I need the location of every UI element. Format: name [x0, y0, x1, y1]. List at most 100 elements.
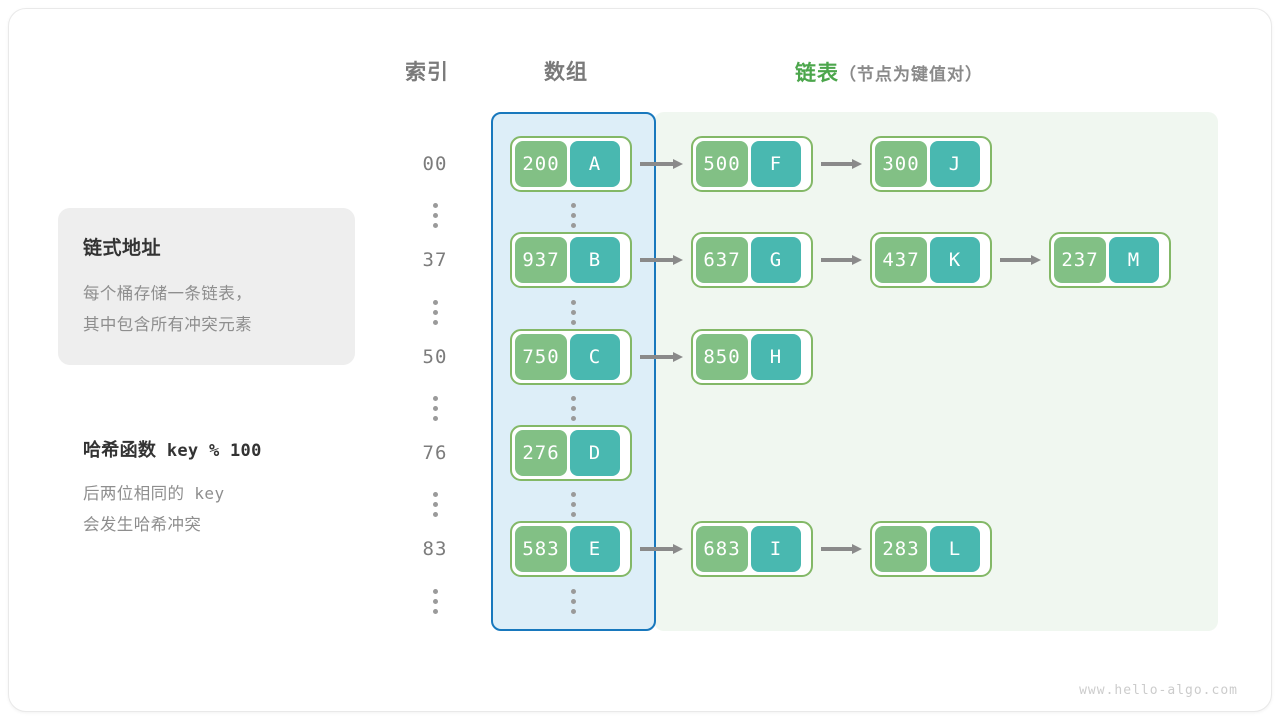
node-key: 750: [515, 334, 567, 380]
node-value: E: [570, 526, 620, 572]
hash-note-line1-text: 后两位相同的: [83, 485, 185, 503]
ellipsis-dot: [570, 492, 576, 497]
ellipsis-dot: [432, 320, 438, 325]
node-value: L: [930, 526, 980, 572]
ellipsis-icon: [429, 589, 441, 614]
ellipsis-dot: [432, 396, 438, 401]
info-panel-title: 链式地址: [83, 238, 162, 259]
ellipsis-icon: [429, 203, 441, 228]
ellipsis-icon: [567, 203, 579, 228]
footer-watermark: www.hello-algo.com: [1079, 683, 1238, 698]
row-index-label: 76: [422, 442, 448, 464]
arrow-head: [1031, 255, 1041, 265]
node-value: M: [1109, 237, 1159, 283]
node-key: 300: [875, 141, 927, 187]
info-panel: [58, 208, 355, 365]
arrow-head: [673, 159, 683, 169]
arrow-head: [673, 352, 683, 362]
ellipsis-dot: [432, 406, 438, 411]
ellipsis-dot: [432, 589, 438, 594]
ellipsis-dot: [570, 310, 576, 315]
arrow-shaft: [640, 547, 674, 551]
chain-arrow-icon: [821, 544, 862, 554]
node-key: 237: [1054, 237, 1106, 283]
arrow-shaft: [821, 547, 853, 551]
node-key: 637: [696, 237, 748, 283]
ellipsis-dot: [570, 416, 576, 421]
node-value: K: [930, 237, 980, 283]
node-value: D: [570, 430, 620, 476]
ellipsis-icon: [567, 492, 579, 517]
ellipsis-dot: [570, 223, 576, 228]
node-value: B: [570, 237, 620, 283]
ellipsis-icon: [567, 300, 579, 325]
arrow-shaft: [1000, 258, 1032, 262]
chain-arrow-icon: [640, 352, 683, 362]
ellipsis-dot: [432, 512, 438, 517]
node-value: F: [751, 141, 801, 187]
hash-note-line1-key: key: [194, 484, 225, 503]
row-index-label: 00: [422, 153, 448, 175]
column-header-linkedlist-accent: 链表: [795, 62, 839, 85]
node-key: 283: [875, 526, 927, 572]
ellipsis-dot: [432, 502, 438, 507]
ellipsis-dot: [432, 492, 438, 497]
hash-function-title: 哈希函数 key % 100: [83, 436, 262, 462]
chain-arrow-icon: [821, 255, 862, 265]
arrow-head: [852, 255, 862, 265]
ellipsis-dot: [570, 502, 576, 507]
chain-arrow-icon: [640, 255, 683, 265]
node-key: 276: [515, 430, 567, 476]
ellipsis-dot: [570, 512, 576, 517]
ellipsis-dot: [570, 320, 576, 325]
column-header-linkedlist: 链表（节点为键值对）: [795, 57, 983, 87]
hash-note-line1: 后两位相同的 key: [83, 480, 224, 504]
ellipsis-dot: [570, 396, 576, 401]
ellipsis-dot: [570, 609, 576, 614]
node-key: 500: [696, 141, 748, 187]
ellipsis-dot: [570, 213, 576, 218]
chain-arrow-icon: [640, 544, 683, 554]
arrow-head: [673, 255, 683, 265]
arrow-shaft: [821, 258, 853, 262]
column-header-linkedlist-sub: （节点为键值对）: [839, 65, 983, 84]
info-panel-line1: 每个桶存储一条链表，: [83, 285, 252, 303]
ellipsis-dot: [432, 223, 438, 228]
row-index-label: 50: [422, 346, 448, 368]
ellipsis-dot: [570, 589, 576, 594]
chain-arrow-icon: [821, 159, 862, 169]
node-value: H: [751, 334, 801, 380]
ellipsis-icon: [567, 589, 579, 614]
ellipsis-dot: [432, 416, 438, 421]
ellipsis-dot: [432, 609, 438, 614]
row-index-label: 83: [422, 538, 448, 560]
arrow-shaft: [640, 258, 674, 262]
node-key: 937: [515, 237, 567, 283]
arrow-shaft: [640, 162, 674, 166]
arrow-shaft: [821, 162, 853, 166]
arrow-shaft: [640, 355, 674, 359]
node-value: G: [751, 237, 801, 283]
arrow-head: [673, 544, 683, 554]
ellipsis-dot: [432, 300, 438, 305]
ellipsis-dot: [432, 213, 438, 218]
ellipsis-dot: [570, 599, 576, 604]
node-value: C: [570, 334, 620, 380]
node-value: A: [570, 141, 620, 187]
info-panel-line2: 其中包含所有冲突元素: [83, 316, 252, 334]
ellipsis-icon: [429, 396, 441, 421]
column-header-index: 索引: [405, 61, 449, 84]
ellipsis-dot: [570, 300, 576, 305]
ellipsis-dot: [570, 203, 576, 208]
chain-arrow-icon: [1000, 255, 1041, 265]
